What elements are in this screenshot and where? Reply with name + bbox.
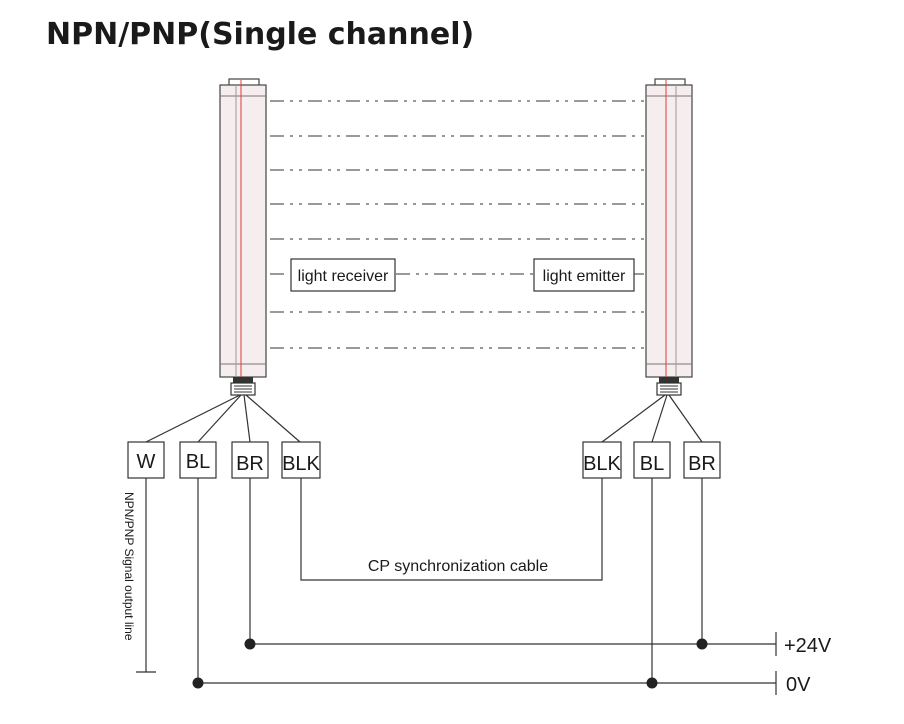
wire-label-blk: BLK <box>583 453 621 475</box>
receiver-connector <box>230 377 256 396</box>
receiver-label-box: light receiver <box>290 258 396 292</box>
diagram-title: NPN/PNP(Single channel) <box>46 17 474 52</box>
wire-label-w: W <box>137 451 156 473</box>
wire-label-bl: BL <box>640 453 664 475</box>
ground-voltage-label: 0V <box>786 674 811 696</box>
junction-dot <box>646 677 658 689</box>
sync-cable-label: CP synchronization cable <box>368 558 548 575</box>
receiver-wire-bl: BL <box>179 441 217 479</box>
emitter-label-box: light emitter <box>533 258 635 292</box>
junction-dot <box>192 677 204 689</box>
signal-output-line: NPN/PNP Signal output line <box>122 478 156 673</box>
emitter-wires <box>601 394 703 443</box>
receiver-bar <box>219 78 267 392</box>
emitter-wire-bl: BL <box>633 441 671 479</box>
junction-dot <box>696 638 708 650</box>
signal-output-label: NPN/PNP Signal output line <box>122 492 136 641</box>
junction-dot <box>244 638 256 650</box>
receiver-wire-w: W <box>127 441 165 479</box>
sync-cable: CP synchronization cable <box>300 478 603 581</box>
wire-label-blk: BLK <box>282 453 320 475</box>
ground-rail: 0V <box>192 478 811 696</box>
emitter-label: light emitter <box>543 268 626 285</box>
positive-rail: +24V <box>244 478 832 657</box>
receiver-wire-br: BR <box>231 441 269 479</box>
wire-label-br: BR <box>236 453 264 475</box>
receiver-wire-blk: BLK <box>281 441 321 479</box>
emitter-wire-blk: BLK <box>582 441 622 479</box>
light-beams <box>270 100 644 349</box>
wire-label-br: BR <box>688 453 716 475</box>
emitter-bar <box>645 78 693 392</box>
emitter-wire-br: BR <box>683 441 721 479</box>
receiver-wires <box>145 394 301 443</box>
positive-voltage-label: +24V <box>784 635 832 657</box>
emitter-connector <box>656 377 682 396</box>
wire-label-bl: BL <box>186 451 210 473</box>
receiver-label: light receiver <box>298 268 389 285</box>
